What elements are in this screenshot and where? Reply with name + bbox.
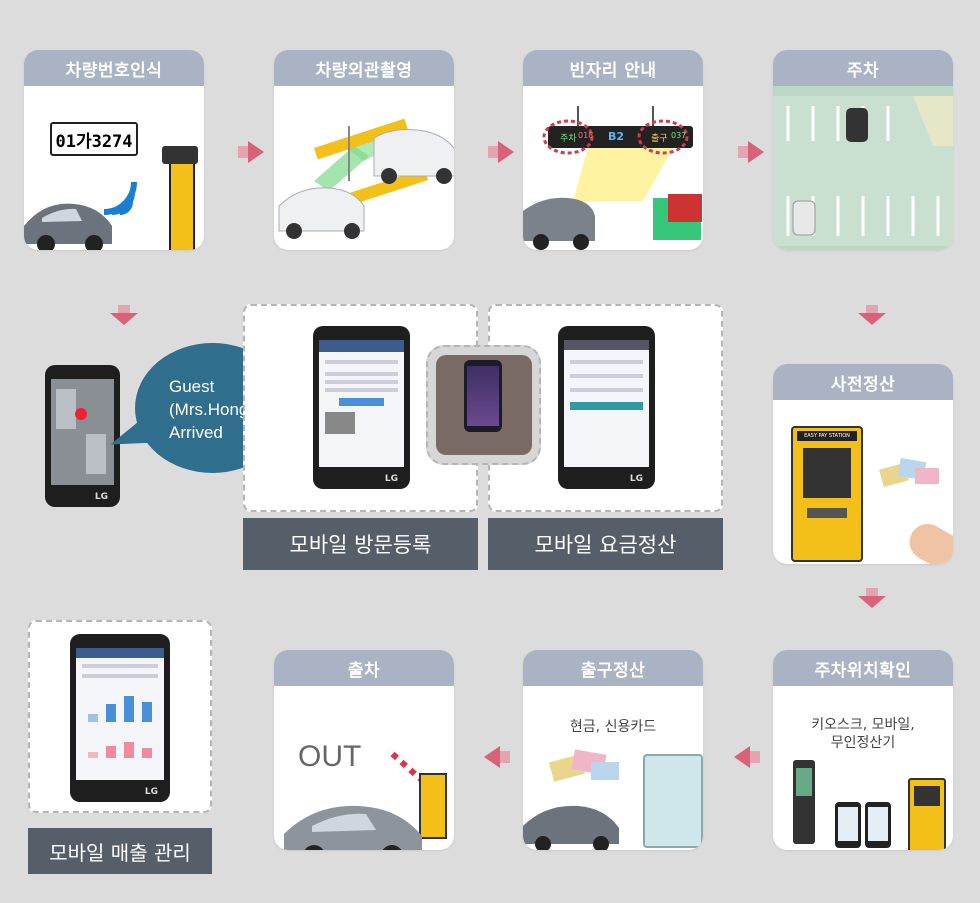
map-screen xyxy=(51,379,114,485)
payment-methods-text: 현금, 신용카드 xyxy=(523,716,703,736)
step-title: 출차 xyxy=(274,650,454,686)
step-location-check: 주차위치확인 키오스크, 모바일, 무인정산기 xyxy=(773,650,953,850)
pay-kiosk: EASY PAY STATION xyxy=(791,426,863,562)
step-title: 빈자리 안내 xyxy=(523,50,703,86)
step-title: 차량외관촬영 xyxy=(274,50,454,86)
step-vacancy-guide: 빈자리 안내 주차 B2 출구 018 037 xyxy=(523,50,703,250)
camera-head-icon xyxy=(162,146,198,164)
bubble-line: (Mrs.Hong) xyxy=(169,398,254,421)
step-title: 출구정산 xyxy=(523,650,703,686)
flow-arrow-down xyxy=(858,313,886,325)
map-pin-icon xyxy=(51,379,114,485)
car-icon xyxy=(24,196,114,250)
step-parking: 주차 xyxy=(773,50,953,250)
mobile-visit-label: 모바일 방문등록 xyxy=(243,518,478,570)
toll-booth xyxy=(643,754,703,848)
mobile-device xyxy=(865,802,891,848)
bubble-line: Guest xyxy=(169,375,254,398)
hand-phone-panel xyxy=(426,345,541,465)
step-exit-payment: 출구정산 현금, 신용카드 xyxy=(523,650,703,850)
location-options-line1: 키오스크, 모바일, xyxy=(773,714,953,734)
phone-visit-registration: LG xyxy=(313,326,410,489)
step-exterior-capture: 차량외관촬영 xyxy=(274,50,454,250)
sign-left-text: 주차 xyxy=(560,131,577,144)
hand-icon xyxy=(903,517,953,564)
mobile-sales-label: 모바일 매출 관리 xyxy=(28,828,212,874)
sign-right-text: 출구 xyxy=(651,131,668,144)
bubble-line: Arrived xyxy=(169,421,254,444)
car-icon xyxy=(523,798,623,850)
step-title: 차량번호인식 xyxy=(24,50,204,86)
brand-logo: LG xyxy=(385,474,398,484)
kiosk-sign: EASY PAY STATION xyxy=(797,431,857,441)
flow-arrow-right xyxy=(748,141,764,163)
flow-arrow-down xyxy=(110,313,138,325)
brand-logo: LG xyxy=(95,492,108,502)
sign-left-number: 018 xyxy=(578,131,593,140)
exterior-capture-illustration xyxy=(274,86,454,250)
mobile-pay-label: 모바일 요금정산 xyxy=(488,518,723,570)
location-options-line2: 무인정산기 xyxy=(773,732,953,752)
phone-sales-management: LG xyxy=(70,634,170,802)
sign-right-number: 037 xyxy=(671,131,686,140)
car-icon xyxy=(284,794,424,850)
flow-arrow-right xyxy=(498,141,514,163)
parking-lot-illustration xyxy=(773,86,953,250)
phone-fee-payment: LG xyxy=(558,326,655,489)
brand-logo: LG xyxy=(145,787,158,797)
mobile-sales-panel: LG xyxy=(28,620,212,813)
license-plate: 01가3274 xyxy=(50,122,138,156)
visit-form-screen xyxy=(319,340,404,467)
sign-mid-text: B2 xyxy=(608,130,624,143)
kiosk-device xyxy=(793,760,815,844)
flow-arrow-left xyxy=(734,746,750,768)
sales-chart-screen xyxy=(76,648,164,780)
cards-icon xyxy=(881,460,941,490)
step-title: 주차 xyxy=(773,50,953,86)
hand-photo xyxy=(436,355,532,455)
step-prepay: 사전정산 EASY PAY STATION xyxy=(773,364,953,564)
payment-screen xyxy=(564,340,649,467)
flow-arrow-left xyxy=(484,746,500,768)
step-title: 주차위치확인 xyxy=(773,650,953,686)
unmanned-pay-machine xyxy=(908,778,946,850)
step-title: 사전정산 xyxy=(773,364,953,400)
step-plate-recognition: 차량번호인식 01가3274 xyxy=(24,50,204,250)
brand-logo: LG xyxy=(630,474,643,484)
step-exit: 출차 OUT xyxy=(274,650,454,850)
camera-post xyxy=(169,161,195,250)
phone-in-hand xyxy=(464,360,502,432)
flow-arrow-down xyxy=(858,596,886,608)
vacancy-sign-illustration xyxy=(523,86,703,250)
sales-bar-chart xyxy=(76,684,164,764)
flow-arrow-right xyxy=(248,141,264,163)
cash-cards-icon xyxy=(551,752,621,788)
mobile-device xyxy=(835,802,861,848)
out-text: OUT xyxy=(298,740,361,774)
